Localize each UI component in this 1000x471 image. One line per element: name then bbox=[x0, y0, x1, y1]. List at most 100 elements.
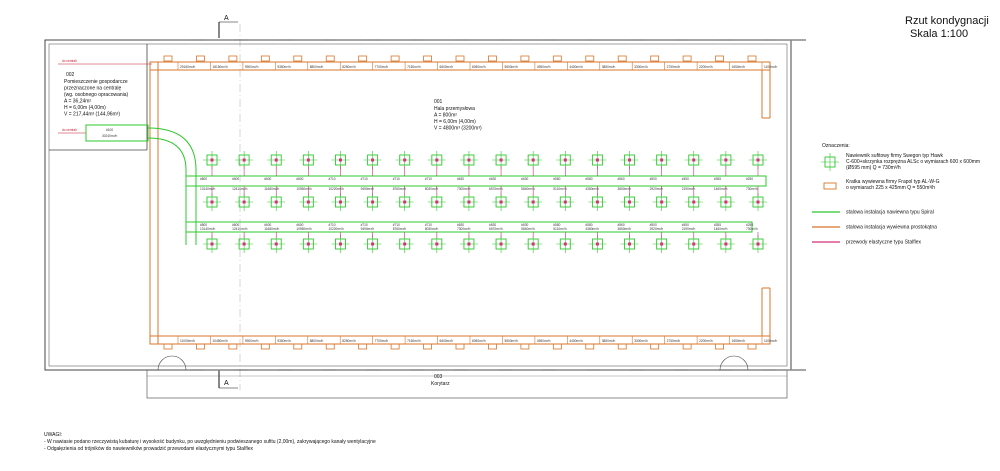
supply-upper-flow: 1460m³/h bbox=[714, 187, 728, 191]
ceiling-diffuser bbox=[652, 235, 671, 253]
supply-lower-flow: 5110m³/h bbox=[553, 227, 566, 231]
exhaust-grille bbox=[196, 55, 205, 62]
exhaust-grille bbox=[715, 343, 724, 350]
supply-duct-id: #710 bbox=[425, 177, 432, 181]
supply-lower-flow: 6570m³/h bbox=[489, 227, 503, 231]
supply-lower-flow: 7300m³/h bbox=[457, 227, 471, 231]
ceiling-diffuser bbox=[556, 235, 575, 253]
supply-duct-id: #800 bbox=[200, 223, 207, 227]
exhaust-flow-label: 9900m³/h bbox=[245, 339, 259, 343]
supply-lower-flow: 12410m³/h bbox=[232, 227, 247, 231]
exhaust-grille bbox=[390, 343, 400, 350]
room-001-number: 001 bbox=[434, 99, 443, 105]
legend-item: przewody elastyczne typu Stalflex bbox=[812, 240, 922, 246]
drawing-scale: Skala 1:100 bbox=[910, 28, 968, 40]
room-003-name: Korytarz bbox=[431, 381, 450, 387]
exhaust-grille bbox=[455, 343, 465, 350]
supply-lower-flow: 13140m³/h bbox=[200, 227, 215, 231]
supply-duct-id: #580 bbox=[585, 223, 592, 227]
exhaust-grille bbox=[747, 343, 757, 350]
exhaust-flow-label: 9350m³/h bbox=[277, 65, 291, 69]
supply-upper-flow: 8030m³/h bbox=[425, 187, 439, 191]
exhaust-flow-label: 8250m³/h bbox=[342, 65, 356, 69]
exhaust-grille bbox=[650, 55, 660, 62]
supply-duct-id: #450 bbox=[682, 223, 689, 227]
exhaust-grilles bbox=[163, 55, 763, 350]
exhaust-grille bbox=[228, 343, 238, 350]
supply-upper-flow: 3650m³/h bbox=[618, 187, 632, 191]
exhaust-flow-label: 3300m³/h bbox=[634, 65, 648, 69]
exhaust-grille bbox=[617, 55, 627, 62]
room-text-line: Hala przemysłowa bbox=[434, 106, 475, 112]
central-box-flow: 30240m³/h bbox=[102, 134, 117, 138]
room-text-line: H = 6,00m (4,00m) bbox=[64, 105, 106, 111]
exhaust-grille bbox=[715, 55, 724, 62]
exhaust-grille bbox=[260, 55, 270, 62]
legend-grille-symbol bbox=[823, 182, 837, 190]
supply-duct-id: #500 bbox=[650, 177, 657, 181]
exhaust-flow-label: 1650m³/h bbox=[732, 65, 746, 69]
supply-duct-id: #600 bbox=[264, 223, 271, 227]
exhaust-flow-label: 2750m³/h bbox=[667, 339, 681, 343]
room-003-number: 003 bbox=[434, 374, 443, 380]
legend-item: stalowa instalacja wywiewna prostokątna bbox=[812, 225, 937, 231]
supply-duct-id: #580 bbox=[553, 223, 560, 227]
exhaust-grille bbox=[488, 55, 497, 62]
legend: Oznaczenia: Nawiewnik sufitowy firmy Swe… bbox=[812, 143, 980, 246]
supply-duct-id: #500 bbox=[650, 223, 657, 227]
exhaust-grille bbox=[196, 343, 205, 350]
exhaust-grille bbox=[163, 55, 173, 62]
room-002-number: 002 bbox=[66, 72, 75, 78]
exhaust-grille bbox=[325, 343, 335, 350]
supply-duct-id: #580 bbox=[585, 177, 592, 181]
legend-text: przewody elastyczne typu Stalflex bbox=[846, 240, 922, 246]
exhaust-flow-label: 4400m³/h bbox=[569, 339, 583, 343]
supply-duct-id: #710 bbox=[393, 177, 400, 181]
section-label-bottom: A bbox=[224, 380, 229, 387]
window-openings bbox=[160, 39, 806, 371]
exhaust-flow-label: 6050m³/h bbox=[472, 339, 486, 343]
exhaust-grille bbox=[293, 343, 303, 350]
supply-lower-flow: 9490m³/h bbox=[361, 227, 375, 231]
exhaust-flow-label: 8800m³/h bbox=[310, 339, 324, 343]
supply-lower-flow: 10950m³/h bbox=[296, 227, 311, 231]
room-text-line: A = 800m² bbox=[434, 113, 457, 119]
exhaust-flow-label: 10450m³/h bbox=[212, 339, 227, 343]
exhaust-grille bbox=[390, 55, 400, 62]
legend-item: Kratka wywiewna firmy Frapol typ AL-W-Go… bbox=[823, 179, 940, 191]
exhaust-grille bbox=[228, 55, 238, 62]
exhaust-flow-label: 8800m³/h bbox=[310, 65, 324, 69]
room-text-line: (wg. osobnego opracowania) bbox=[64, 92, 129, 98]
ceiling-diffuser bbox=[235, 151, 254, 169]
drawing-title: Rzut kondygnacji bbox=[905, 15, 989, 27]
exhaust-grille bbox=[520, 55, 530, 62]
exhaust-flow-label: 2200m³/h bbox=[699, 339, 713, 343]
to-central-label-1: do centrali bbox=[62, 59, 77, 63]
supply-duct-id: #710 bbox=[328, 177, 335, 181]
supply-duct-id: #710 bbox=[393, 223, 400, 227]
supply-duct-id: #250 bbox=[746, 177, 753, 181]
to-central-label-2: do centrali bbox=[62, 128, 77, 132]
double-door-right bbox=[719, 355, 749, 371]
ceiling-diffuser bbox=[427, 235, 446, 253]
exhaust-flow-label: 7700m³/h bbox=[375, 65, 389, 69]
exhaust-grille bbox=[325, 55, 335, 62]
legend-text: Nawiewnik sufitowy firmy Swegon typ Hawk bbox=[846, 153, 943, 159]
room-text-line: H = 6,00m (4,00m) bbox=[434, 119, 476, 125]
room-text-line: A = 36,24m² bbox=[64, 99, 91, 105]
exhaust-grille bbox=[682, 343, 692, 350]
legend-text: stalowa instalacja wywiewna prostokątna bbox=[846, 225, 937, 231]
legend-item: stalowa instalacja nawiewna typu Spiral bbox=[812, 210, 934, 216]
supply-duct-id: #630 bbox=[489, 177, 496, 181]
supply-duct-id: #580 bbox=[553, 177, 560, 181]
supply-upper-flow: 5840m³/h bbox=[521, 187, 535, 191]
exhaust-flow-label: 18150m³/h bbox=[212, 65, 227, 69]
exhaust-grille bbox=[585, 55, 595, 62]
supply-lower-flow: 10220m³/h bbox=[328, 227, 343, 231]
legend-text: stalowa instalacja nawiewna typu Spiral bbox=[846, 210, 934, 216]
exhaust-grille bbox=[358, 343, 368, 350]
supply-upper-flow: 6570m³/h bbox=[489, 187, 503, 191]
